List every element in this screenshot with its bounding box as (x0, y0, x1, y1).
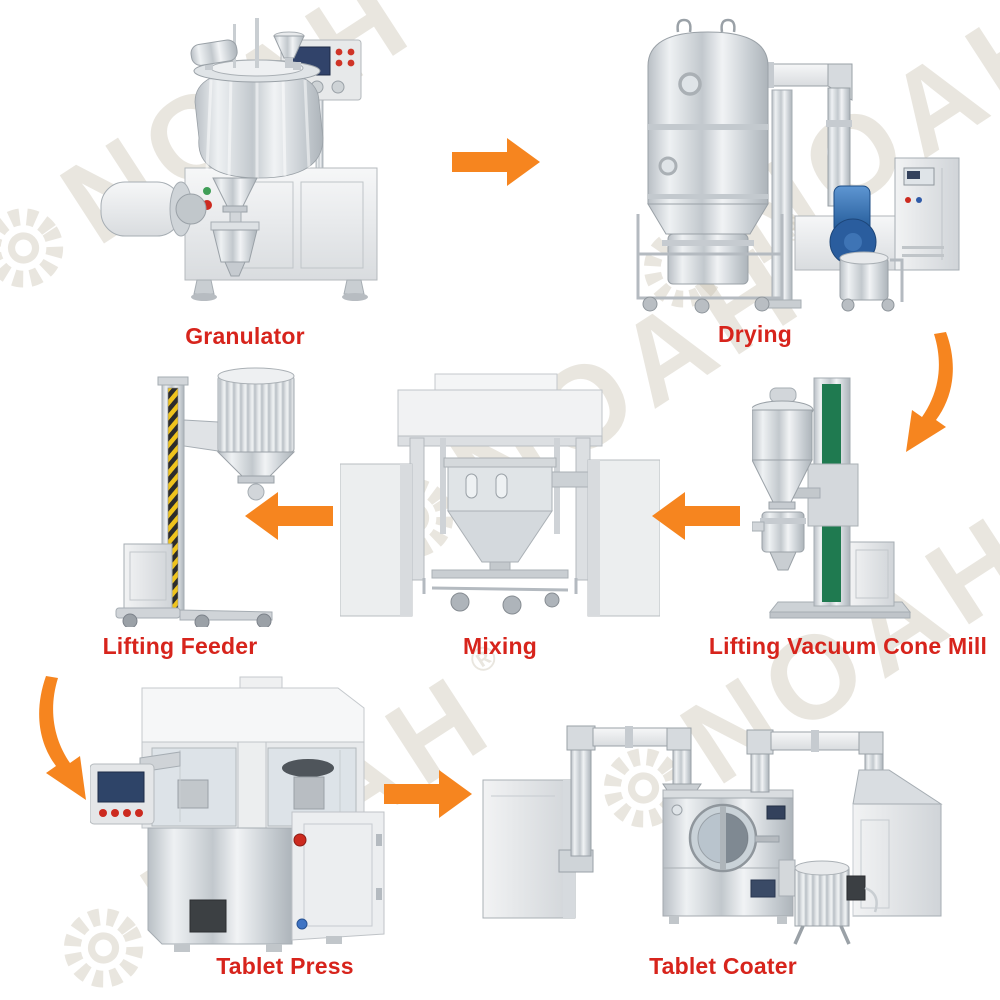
granulator-image (85, 10, 420, 315)
mixing-image (340, 372, 660, 624)
arrow-cone-mill-to-mixing (650, 490, 740, 542)
lifting-feeder-label: Lifting Feeder (102, 633, 258, 659)
lifting-feeder-image (100, 362, 320, 627)
tablet-coater-image (455, 700, 990, 950)
arrow-mixing-to-lifting-feeder (243, 490, 333, 542)
tablet-press-label: Tablet Press (216, 953, 354, 979)
arrow-tablet-press-to-tablet-coater (384, 768, 474, 820)
arrow-lifting-feeder-to-tablet-press (38, 676, 94, 802)
tablet-press-image (90, 672, 395, 954)
drying-image (590, 8, 990, 318)
mixing-label: Mixing (462, 633, 538, 659)
lifting-vacuum-cone-mill-image (752, 360, 927, 628)
tablet-coater-label: Tablet Coater (649, 953, 797, 979)
arrow-drying-to-cone-mill (898, 332, 960, 454)
gear-icon (0, 208, 64, 288)
granulator-label: Granulator (185, 323, 305, 349)
drying-label: Drying (717, 321, 793, 347)
arrow-granulator-to-drying (452, 136, 542, 188)
lifting-vacuum-cone-mill-label: Lifting Vacuum Cone Mill (708, 633, 988, 659)
